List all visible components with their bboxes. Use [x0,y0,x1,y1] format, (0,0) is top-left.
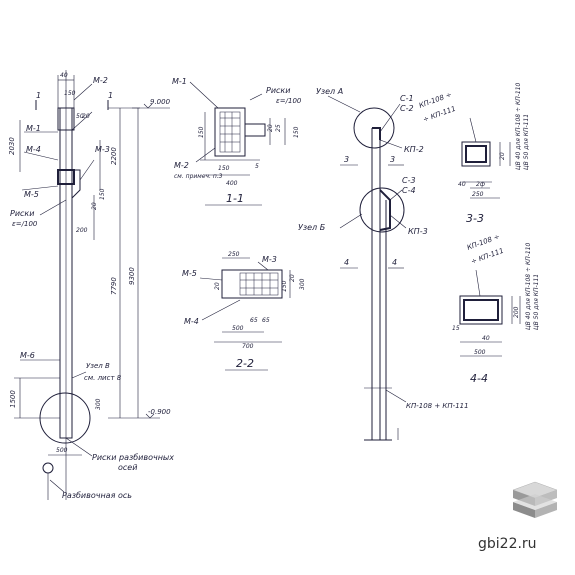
label-riski-step: ε=/100 [12,220,38,228]
s22-d700: 700 [242,343,254,350]
dim-150: 150 [64,90,76,97]
s33-d40: 40 [458,181,466,188]
s11-d150: 150 [218,165,230,172]
label-m4: М-4 [26,145,41,154]
s11-d25: 25 [275,124,282,132]
section-4-4-title: 4-4 [470,372,488,385]
s22-d150: 150 [281,280,288,292]
section-4-4: КП-108 ÷ ÷ КП-111 ЦВ 40 для КП-108 ÷ КП-… [452,233,540,385]
section-1-1-title: 1-1 [226,192,244,205]
s44-side2: ЦВ 50 для КП-111 [533,274,540,330]
label-riski: Риски [10,209,34,218]
dim-20: 20 [82,113,90,120]
section-3-3: КП-108 ÷ ÷ КП-111 ЦВ 40 для КП-108 ÷ КП-… [418,82,530,225]
mid-c1: С-1 [400,94,414,103]
site-logo [512,481,558,518]
s11-d150b: 150 [293,126,300,138]
mid-uzel-b: Узел Б [298,223,326,232]
s44-d500: 500 [474,349,486,356]
s33-d2u: 2ф [476,181,485,188]
mark-top: 9.000 [150,98,171,106]
s33-top2: ÷ КП-111 [422,105,457,124]
s33-d250: 250 [472,191,484,198]
dim-50: 50 [76,113,84,120]
section-2-2: М-5 М-3 М-4 250 300 150 20 20 65 65 500 … [182,251,306,371]
s11-d5: 5 [255,163,259,170]
dim-2200: 2200 [110,147,118,165]
section-2-2-title: 2-2 [236,357,254,370]
s22-d20: 20 [289,274,296,282]
section-1-1: М-1 Риски ε=/100 М-2 см. примеч. п.3 400… [172,77,302,206]
mid-kp3: КП-3 [408,227,428,236]
label-osei: осей [118,463,137,472]
dim-7790: 7790 [110,277,118,295]
label-m2-top: М-2 [93,76,108,85]
s22-d20b: 20 [214,282,221,290]
s22-m4: М-4 [184,317,199,326]
s33-side2: ЦВ 50 для КП-111 [523,114,530,170]
s44-side: ЦВ 40 для КП-108 ÷ КП-110 [525,242,532,330]
dim-1500: 1500 [9,390,17,408]
dim-200: 200 [76,227,88,234]
mid-cut3-right: 3 [390,155,395,164]
s44-d40: 40 [482,335,490,342]
mid-kp-bottom: КП-108 + КП-111 [406,402,469,410]
cut-1-left: 1 [36,91,41,100]
s22-m3: М-3 [262,255,277,264]
mid-uzel-a: Узел А [316,87,343,96]
s33-d20: 20 [499,152,506,160]
node-b-circle [359,187,405,233]
s22-d65b: 65 [262,317,270,324]
s44-d15: 15 [452,325,460,332]
mid-c2: С-2 [400,104,414,113]
label-m3: М-3 [95,145,110,154]
s44-top2: ÷ КП-111 [470,247,505,266]
mid-cut3-left: 3 [344,155,349,164]
section-3-3-title: 3-3 [466,212,484,225]
site-name: gbi22.ru [478,536,537,552]
column-middle-view: Узел А С-1 С-2 КП-2 3 3 С-3 С-4 Узел Б К… [298,87,469,441]
s11-m2: М-2 [174,161,189,170]
s11-m2-note: см. примеч. п.3 [174,173,223,180]
s44-d200: 200 [513,306,520,318]
s22-m5: М-5 [182,269,197,278]
label-sm-list: см. лист 8 [84,374,122,382]
s11-m1: М-1 [172,77,187,86]
s11-riski: Риски [266,86,290,95]
dim-9300: 9300 [128,267,136,285]
dim-40: 40 [60,72,68,79]
mid-kp2: КП-2 [404,145,424,154]
s22-d65a: 65 [250,317,258,324]
column-elevation: М-2 М-1 М-4 М-3 М-5 Риски ε=/100 М-6 Узе… [8,70,174,500]
mark-bottom: -0.900 [148,408,171,416]
mid-cut4-right: 4 [392,258,397,267]
dim-20v: 20 [91,202,98,210]
s11-d20: 20 [267,124,274,132]
dim-2030: 2030 [8,137,16,155]
dim-300: 300 [95,398,102,410]
s22-d300: 300 [299,278,306,290]
label-m1: М-1 [26,124,41,133]
label-riski-osi: Риски разбивочных [92,453,174,462]
s11-d150c: 150 [198,126,205,138]
mid-cut4-left: 4 [344,258,349,267]
s33-side: ЦВ 40 для КП-108 ÷ КП-110 [515,82,522,170]
s11-riski-step: ε=/100 [276,97,302,105]
s11-d400: 400 [226,180,238,187]
label-uzel-v: Узел В [86,362,110,370]
mid-c3: С-3 [402,176,416,185]
label-m5: М-5 [24,190,39,199]
dim-500: 500 [56,447,68,454]
s22-d250: 250 [228,251,240,258]
mid-c4: С-4 [402,186,416,195]
node-a-circle [353,107,395,149]
label-razb-os: Разбивочная ось [62,491,132,500]
s22-d500: 500 [232,325,244,332]
dim-150b: 150 [99,188,106,200]
cut-1-right: 1 [108,91,113,100]
label-m6: М-6 [20,351,35,360]
